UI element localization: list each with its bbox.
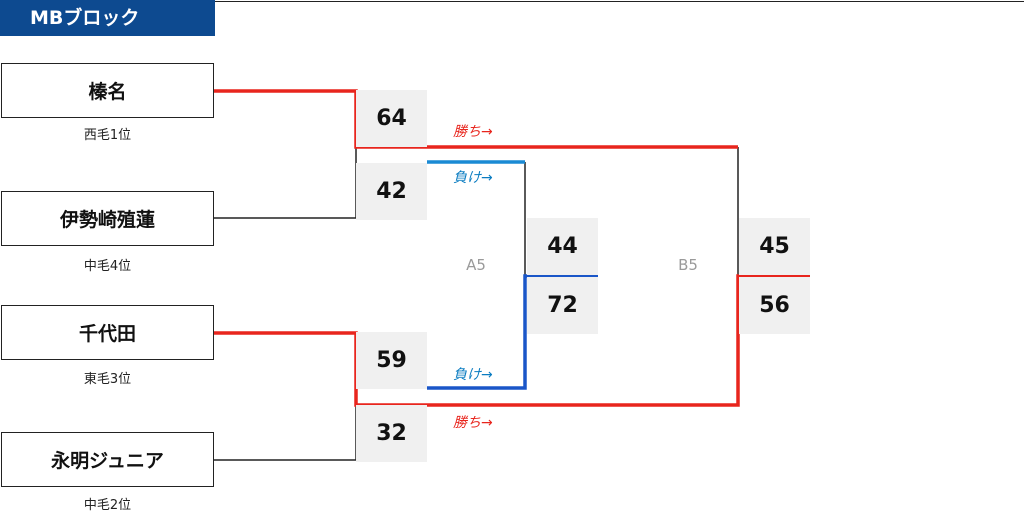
lose-tag-match1: 負け→ <box>453 170 493 186</box>
team-name: 伊勢崎殖蓮 <box>59 209 155 231</box>
team-seed: 中毛2位 <box>83 498 132 513</box>
connector-match2-loser <box>214 405 357 461</box>
block-title: MBブロック <box>0 0 215 36</box>
score-match2-bottom: 32 <box>356 405 427 462</box>
win-tag-match2: 勝ち→ <box>453 415 493 431</box>
match-label-b5: B5 <box>678 256 698 274</box>
title-underline <box>215 1 1024 2</box>
win-tag-match1: 勝ち→ <box>453 124 493 140</box>
team-box-eimei-junior: 永明ジュニア <box>1 432 214 487</box>
score-a5-bottom: 72 <box>527 277 598 334</box>
score-b5-bottom: 56 <box>739 277 810 334</box>
winner-path-match2 <box>214 274 810 407</box>
team-seed: 東毛3位 <box>83 372 132 387</box>
team-box-isesaki-shokuren: 伊勢崎殖蓮 <box>1 191 214 246</box>
match-label-a5: A5 <box>466 256 486 274</box>
score-match2-top: 59 <box>356 332 427 389</box>
team-name: 千代田 <box>78 323 136 345</box>
score-b5-top: 45 <box>739 218 810 275</box>
team-seed: 中毛4位 <box>83 259 132 274</box>
team-box-chiyoda: 千代田 <box>1 305 214 360</box>
team-box-haruna: 榛名 <box>1 63 214 118</box>
lose-tag-match2: 負け→ <box>453 367 493 383</box>
team-name: 榛名 <box>88 81 127 103</box>
score-a5-top: 44 <box>527 218 598 275</box>
score-match1-bottom: 42 <box>356 163 427 220</box>
loser-path-match2 <box>427 274 598 390</box>
connector-match1-loser <box>214 147 357 219</box>
team-name: 永明ジュニア <box>51 450 164 472</box>
team-seed: 西毛1位 <box>83 128 132 143</box>
score-match1-top: 64 <box>356 90 427 147</box>
